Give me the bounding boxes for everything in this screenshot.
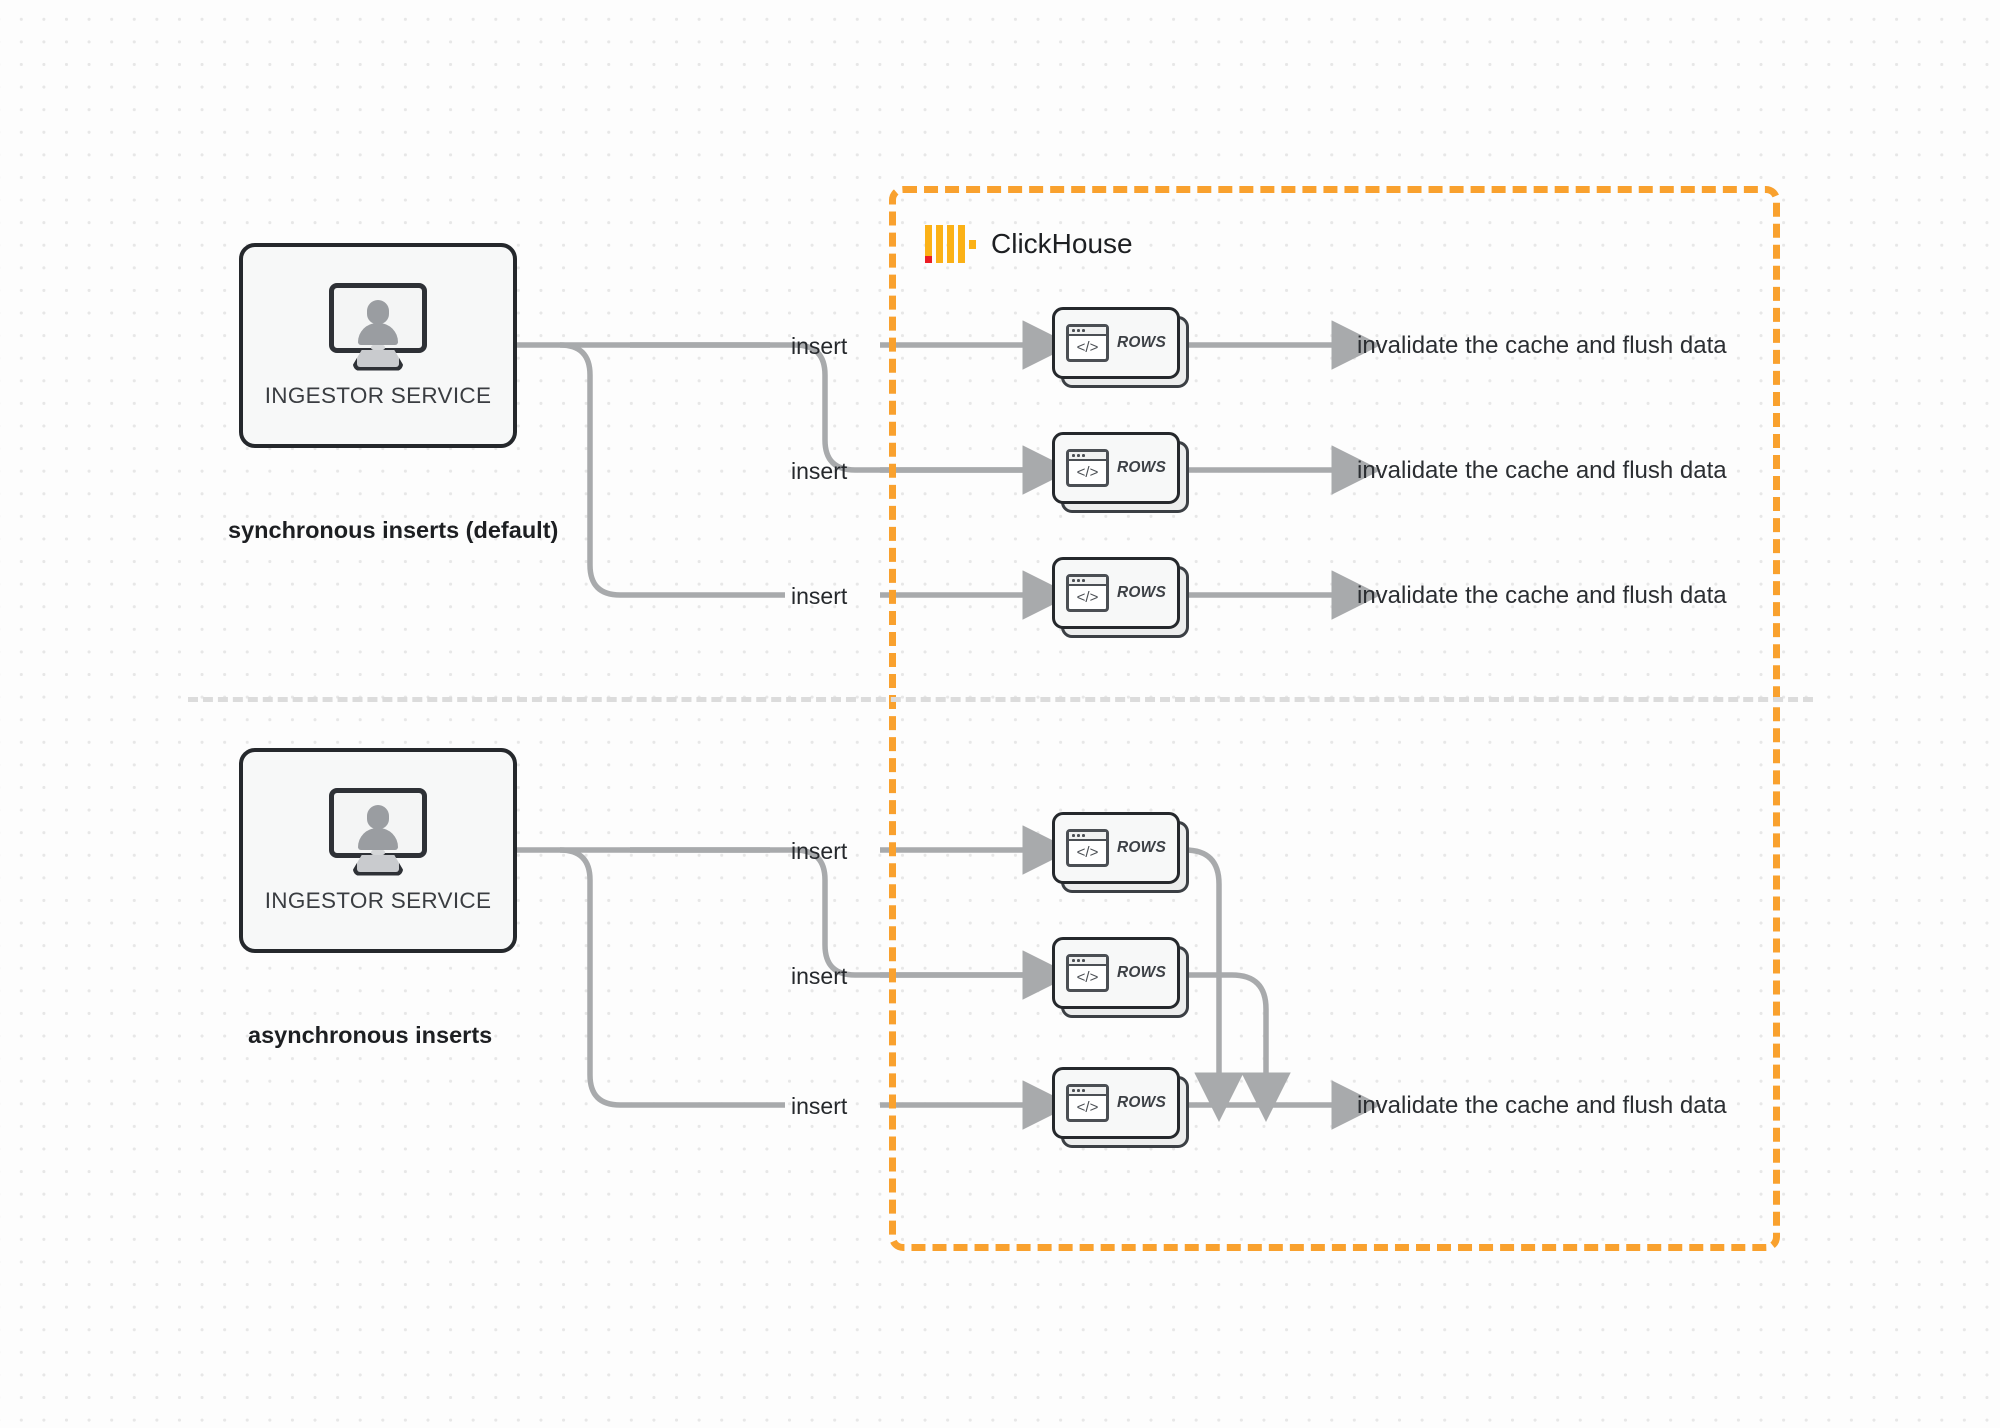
rows-card-label: ROWS xyxy=(1117,1094,1167,1111)
output-label-async-1: invalidate the cache and flush data xyxy=(1357,1092,1727,1119)
rows-card-async-2[interactable]: </> ROWS xyxy=(1052,937,1189,1018)
rows-card-label: ROWS xyxy=(1117,584,1167,601)
output-label-sync-2: invalidate the cache and flush data xyxy=(1357,457,1727,484)
edge-label-insert-sync-3: insert xyxy=(791,583,848,609)
rows-card-label: ROWS xyxy=(1117,334,1167,351)
rows-card-sync-1[interactable]: </> ROWS xyxy=(1052,307,1189,388)
output-label-sync-1: invalidate the cache and flush data xyxy=(1357,332,1727,359)
section-caption-asynchronous: asynchronous inserts xyxy=(248,1022,493,1048)
monitor-user-icon xyxy=(329,787,427,876)
code-window-icon: </> xyxy=(1066,324,1109,362)
rows-card-front: </> ROWS xyxy=(1052,937,1180,1009)
edge-label-insert-async-2: insert xyxy=(791,963,848,989)
rows-card-front: </> ROWS xyxy=(1052,812,1180,884)
clickhouse-logo-icon xyxy=(925,225,976,263)
rows-card-front: </> ROWS xyxy=(1052,557,1180,629)
edge-label-insert-async-1: insert xyxy=(791,838,848,864)
clickhouse-boundary xyxy=(889,186,1780,1251)
monitor-user-icon xyxy=(329,282,427,371)
code-window-icon: </> xyxy=(1066,1084,1109,1122)
code-window-icon: </> xyxy=(1066,449,1109,487)
output-label-sync-3: invalidate the cache and flush data xyxy=(1357,582,1727,609)
section-caption-synchronous: synchronous inserts (default) xyxy=(228,517,559,543)
ingestor-service-label: INGESTOR SERVICE xyxy=(264,887,492,913)
code-window-icon: </> xyxy=(1066,574,1109,612)
rows-card-front: </> ROWS xyxy=(1052,1067,1180,1139)
rows-card-front: </> ROWS xyxy=(1052,432,1180,504)
clickhouse-brand-label: ClickHouse xyxy=(991,228,1133,259)
ingestor-service-node-async[interactable]: INGESTOR SERVICE xyxy=(239,748,517,953)
ingestor-service-node-sync[interactable]: INGESTOR SERVICE xyxy=(239,243,517,448)
ingestor-service-label: INGESTOR SERVICE xyxy=(264,382,492,408)
code-window-icon: </> xyxy=(1066,954,1109,992)
rows-card-sync-2[interactable]: </> ROWS xyxy=(1052,432,1189,513)
clickhouse-brand: ClickHouse xyxy=(925,225,1133,263)
rows-card-async-1[interactable]: </> ROWS xyxy=(1052,812,1189,893)
edge-label-insert-async-3: insert xyxy=(791,1093,848,1119)
edge-label-insert-sync-1: insert xyxy=(791,333,848,359)
section-divider xyxy=(188,697,1813,702)
rows-card-label: ROWS xyxy=(1117,839,1167,856)
rows-card-sync-3[interactable]: </> ROWS xyxy=(1052,557,1189,638)
rows-card-async-3[interactable]: </> ROWS xyxy=(1052,1067,1189,1148)
rows-card-front: </> ROWS xyxy=(1052,307,1180,379)
edge-label-insert-sync-2: insert xyxy=(791,458,848,484)
rows-card-label: ROWS xyxy=(1117,964,1167,981)
code-window-icon: </> xyxy=(1066,829,1109,867)
rows-card-label: ROWS xyxy=(1117,459,1167,476)
